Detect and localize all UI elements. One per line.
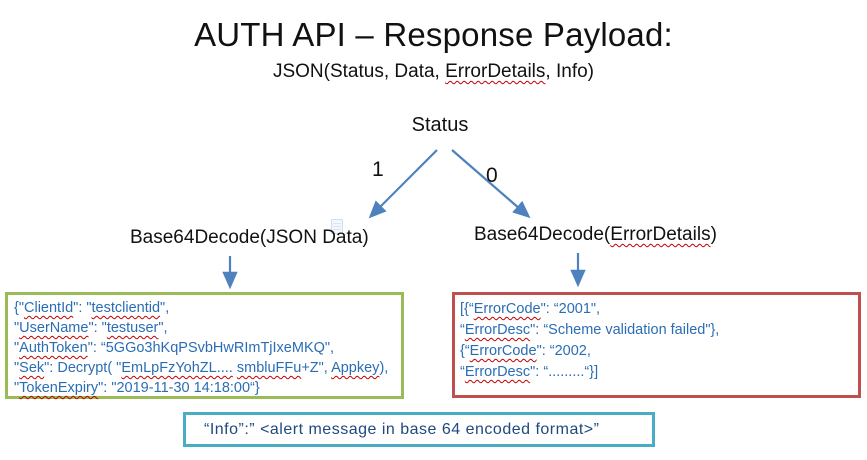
spellcheck-flagged-text: Appkey bbox=[331, 360, 380, 376]
spellcheck-flagged-text: smbluFFu bbox=[236, 360, 302, 376]
payload-structure-subtitle: JSON(Status, Data, ErrorDetails, Info) bbox=[0, 61, 867, 83]
text-segment: {" bbox=[14, 300, 24, 316]
text-segment: ": “5GGo3hKqPSvbHwRImTjIxeMKQ", bbox=[87, 340, 335, 356]
text-segment: ": “.........“}] bbox=[530, 364, 599, 380]
text-segment: " bbox=[14, 320, 20, 336]
spellcheck-flagged-text: ErrorDesc bbox=[464, 364, 531, 380]
spellcheck-flagged-text: UserName bbox=[19, 320, 89, 336]
decode-errordetails-node-label: Base64Decode(ErrorDetails) bbox=[474, 224, 717, 246]
code-line-errordesc-1: “ErrorDesc": “Scheme validation failed"}… bbox=[460, 320, 858, 341]
code-line-errorcode-2: {“ErrorCode": “2002, bbox=[460, 341, 858, 362]
code-line-authtoken: "AuthToken": “5GGo3hKqPSvbHwRImTjIxeMKQ"… bbox=[14, 338, 401, 358]
text-segment: ), bbox=[379, 360, 389, 376]
text-segment: ", bbox=[160, 300, 170, 316]
text-segment: ": “Scheme validation failed"}, bbox=[530, 322, 720, 338]
text-segment: ": “2001", bbox=[540, 301, 601, 317]
spellcheck-flagged-text: ErrorDetails bbox=[610, 224, 711, 245]
status-node-label: Status bbox=[411, 114, 469, 136]
text-segment: ": Decrypt( " bbox=[44, 360, 122, 376]
text-segment: " bbox=[14, 380, 20, 396]
text-segment: Base64Decode( bbox=[474, 224, 611, 245]
paste-options-ghost-icon bbox=[329, 219, 345, 237]
spellcheck-flagged-text: testuser bbox=[106, 320, 159, 336]
code-line-username: "UserName": "testuser", bbox=[14, 318, 401, 338]
info-field-text: “Info”:” <alert message in base 64 encod… bbox=[204, 420, 600, 438]
success-payload-box: {"ClientId": "testclientid", "UserName":… bbox=[5, 292, 404, 399]
branch-label-1: 1 bbox=[372, 158, 384, 181]
code-line-tokenexpiry: "TokenExpiry": "2019-11-30 14:18:00“} bbox=[14, 378, 401, 398]
spellcheck-flagged-text: testclientid bbox=[91, 300, 161, 316]
text-segment: JSON(Status, Data, bbox=[272, 61, 446, 82]
info-field-box: “Info”:” <alert message in base 64 encod… bbox=[183, 412, 655, 447]
decode-data-node-label: Base64Decode(JSON Data) bbox=[130, 227, 369, 249]
text-segment: , Info) bbox=[545, 61, 594, 82]
text-segment: Base64Decode(JSON Data) bbox=[130, 227, 369, 248]
spellcheck-flagged-text: ClientId bbox=[24, 300, 74, 316]
text-segment: ": " bbox=[88, 320, 107, 336]
page-title: AUTH API – Response Payload: bbox=[194, 16, 673, 53]
text-segment: +Z", bbox=[301, 360, 332, 376]
spellcheck-flagged-text: Sek bbox=[19, 360, 45, 376]
text-segment: ": “2002, bbox=[536, 343, 591, 359]
error-payload-box: [{“ErrorCode": “2001", “ErrorDesc": “Sch… bbox=[452, 292, 861, 398]
text-segment: “ bbox=[460, 322, 465, 338]
text-segment: ": "2019-11-30 14:18:00“} bbox=[98, 380, 260, 396]
code-line-errorcode-1: [{“ErrorCode": “2001", bbox=[460, 299, 858, 320]
branch-label-0: 0 bbox=[486, 164, 498, 187]
spellcheck-flagged-text: ErrorCode bbox=[469, 343, 537, 359]
code-line-clientid: {"ClientId": "testclientid", bbox=[14, 298, 401, 318]
text-segment: " bbox=[14, 360, 20, 376]
spellcheck-flagged-text: ErrorCode bbox=[473, 301, 541, 317]
text-segment: “ bbox=[460, 364, 465, 380]
spellcheck-flagged-text: EmLpFzYohZL.... bbox=[121, 360, 233, 376]
spellcheck-flagged-text: TokenExpiry bbox=[19, 380, 99, 396]
code-line-errordesc-2: “ErrorDesc": “.........“}] bbox=[460, 362, 858, 383]
text-segment: " bbox=[14, 340, 20, 356]
text-segment: ) bbox=[710, 224, 717, 245]
text-segment: ": " bbox=[73, 300, 92, 316]
spellcheck-flagged-text: AuthToken bbox=[19, 340, 88, 356]
text-segment: [{“ bbox=[460, 301, 474, 317]
spellcheck-flagged-text: ErrorDesc bbox=[464, 322, 531, 338]
code-line-sek: "Sek": Decrypt( "EmLpFzYohZL.... smbluFF… bbox=[14, 358, 401, 378]
spellcheck-flagged-text: ErrorDetails bbox=[445, 61, 546, 82]
text-segment: ", bbox=[158, 320, 168, 336]
text-segment: {“ bbox=[460, 343, 470, 359]
